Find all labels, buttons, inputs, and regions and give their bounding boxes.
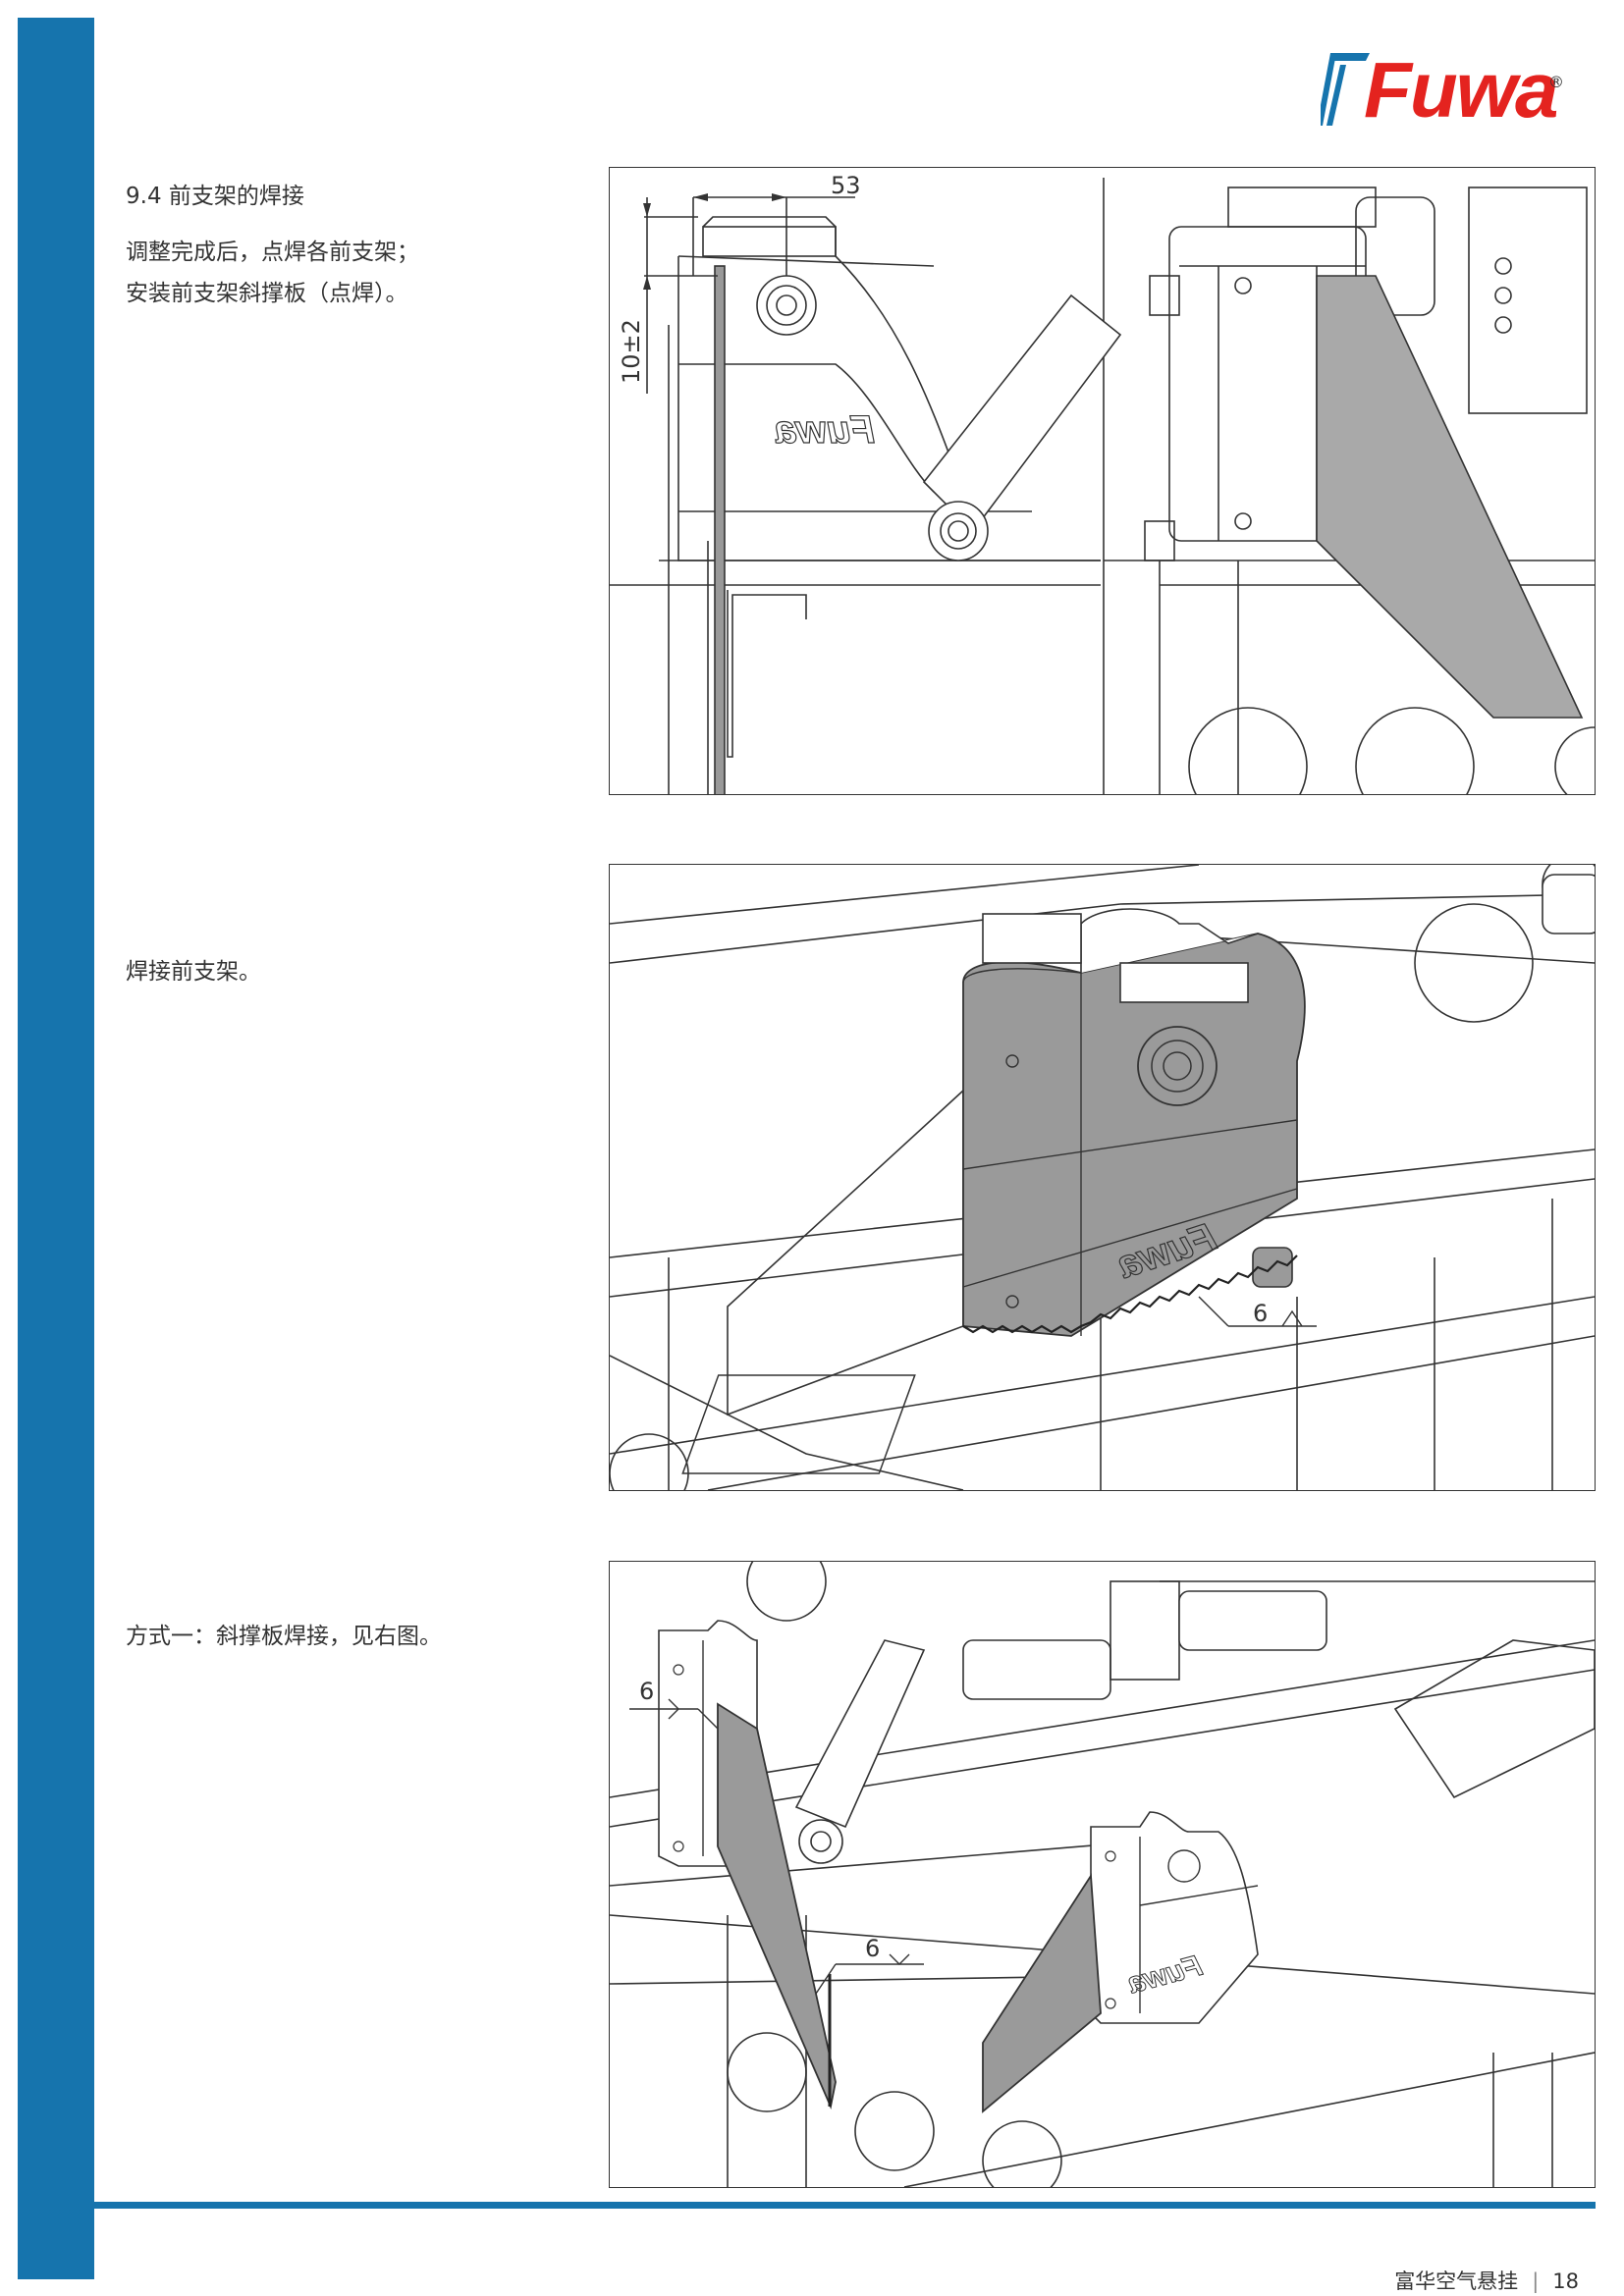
footer-company: 富华空气悬挂 (1394, 2269, 1519, 2293)
step2-text: 焊接前支架。 (126, 959, 261, 985)
fuwa-logo: Fuwa ® (1321, 43, 1566, 137)
page-number: 18 (1552, 2269, 1579, 2293)
dim-53-label: 53 (831, 172, 861, 199)
figure-1-bracket-dimensions: 53 10±2 Fuwa (609, 167, 1596, 795)
side-accent-bar (18, 18, 94, 2279)
logo-wordmark: Fuwa (1364, 46, 1558, 133)
footer: 富华空气悬挂 | 18 (1394, 2266, 1579, 2295)
weld-size-left-label: 6 (639, 1678, 654, 1705)
logo-stripes-icon (1321, 53, 1370, 126)
bracket-embossed-logo: Fuwa (775, 408, 875, 452)
footer-divider (94, 2202, 1596, 2209)
weld-size-center-label: 6 (865, 1935, 880, 1962)
registered-mark: ® (1548, 73, 1564, 91)
step1-line1: 调整完成后，点焊各前支架； (126, 240, 419, 265)
step1-line2: 安装前支架斜撑板（点焊）。 (126, 281, 408, 306)
footer-separator: | (1532, 2269, 1540, 2293)
section-heading: 9.4 前支架的焊接 (126, 184, 304, 209)
weld-size-label: 6 (1253, 1300, 1268, 1327)
step3-text: 方式一：斜撑板焊接，见右图。 (126, 1624, 442, 1649)
dim-10pm2-label: 10±2 (618, 319, 645, 384)
figure-3-diagonal-plate-welding: Fuwa 6 6 (609, 1561, 1596, 2188)
figure-2-weld-bracket: Fuwa 6 (609, 864, 1596, 1491)
